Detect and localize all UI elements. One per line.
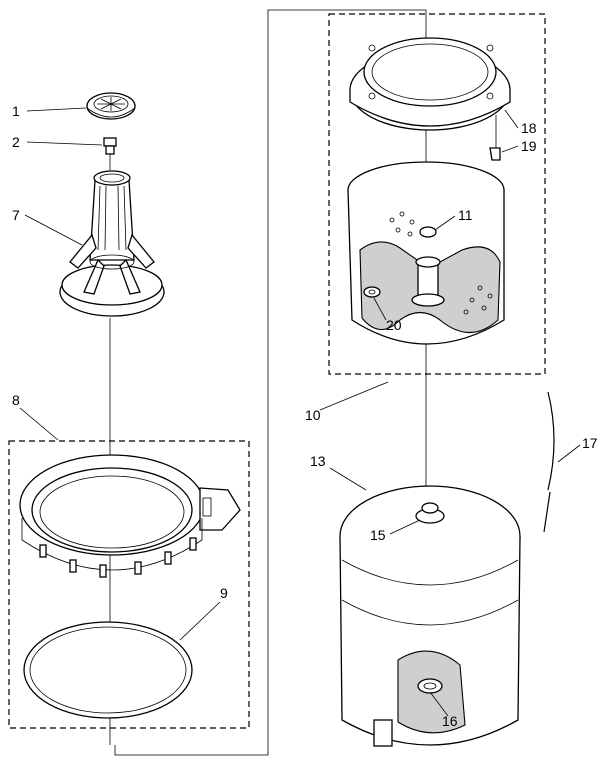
leader-10 <box>319 381 389 411</box>
tub-drain-fitting <box>417 678 443 694</box>
balance-ring <box>349 37 511 131</box>
tub-hub <box>415 502 445 524</box>
callout-7: 7 <box>12 207 20 223</box>
leader-16 <box>429 691 449 717</box>
leader-arrows <box>19 107 581 717</box>
leader-20 <box>373 297 387 321</box>
basket-washer <box>363 286 381 298</box>
tub-ring <box>19 454 241 578</box>
leader-7 <box>24 214 83 246</box>
agitator-cap <box>86 92 136 120</box>
callout-19: 19 <box>521 138 537 154</box>
callout-1: 1 <box>12 103 20 119</box>
callout-10: 10 <box>305 407 321 423</box>
callout-labels: 1 2 7 8 9 10 11 13 15 16 17 18 19 20 <box>12 103 598 729</box>
cap-bolt <box>103 137 117 155</box>
basket-hub-nut <box>419 226 437 238</box>
callout-11: 11 <box>458 207 473 223</box>
leader-13 <box>329 467 367 491</box>
callout-17: 17 <box>582 435 598 451</box>
wash-basket <box>347 161 505 345</box>
leader-9 <box>179 601 221 641</box>
leader-11 <box>434 215 456 231</box>
callout-8: 8 <box>12 392 20 408</box>
balance-ring-clip <box>489 147 501 161</box>
agitator <box>59 170 165 317</box>
leader-15 <box>389 519 421 535</box>
callout-20: 20 <box>386 317 402 333</box>
callout-16: 16 <box>442 713 458 729</box>
tub-strap <box>543 391 555 533</box>
callout-15: 15 <box>370 527 386 543</box>
leader-17 <box>557 444 581 463</box>
leader-19 <box>501 145 519 153</box>
callout-9: 9 <box>220 585 228 601</box>
leader-8 <box>19 407 59 441</box>
tub-ring-group-box <box>8 440 250 729</box>
leader-2 <box>26 141 103 146</box>
leader-18 <box>504 109 519 129</box>
leader-1 <box>26 107 87 112</box>
callout-2: 2 <box>12 134 20 150</box>
callout-18: 18 <box>521 120 537 136</box>
basket-group-box <box>328 13 546 375</box>
callout-13: 13 <box>310 453 326 469</box>
outer-tub <box>339 485 521 747</box>
tub-ring-seal <box>23 621 193 719</box>
